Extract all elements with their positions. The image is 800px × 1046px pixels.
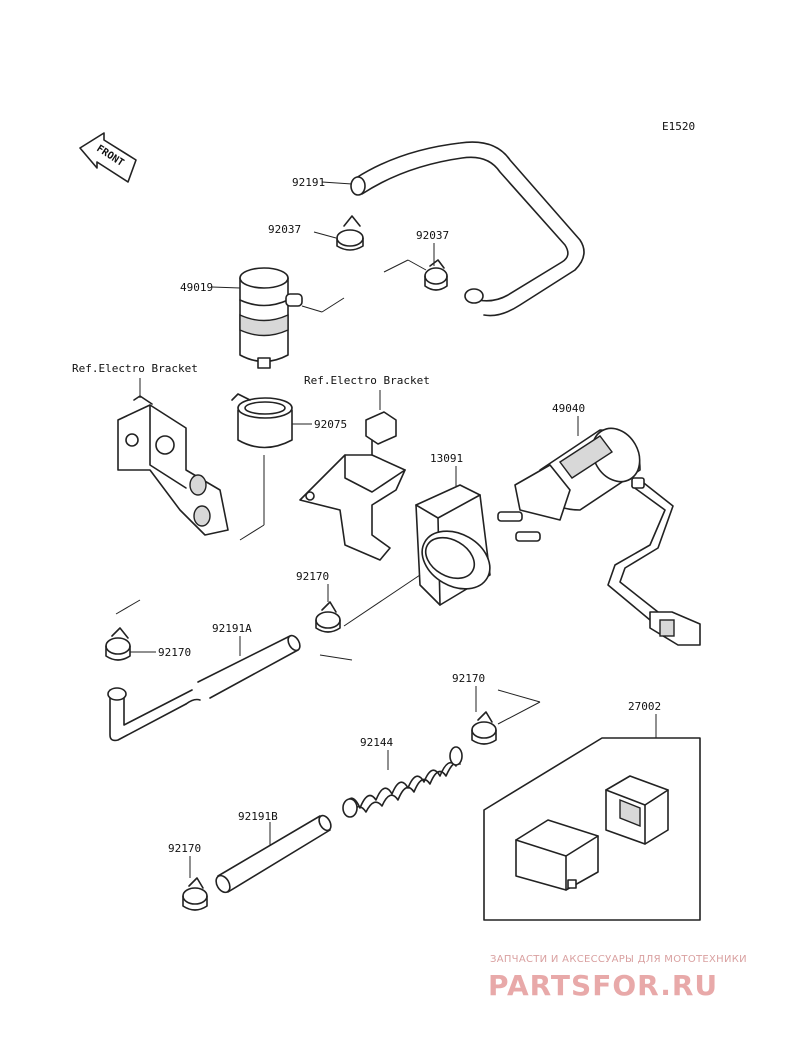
watermark-tagline: ЗАПЧАСТИ И АКСЕССУАРЫ ДЛЯ МОТОТЕХНИКИ	[490, 954, 747, 965]
grommet-92075	[231, 393, 293, 449]
clamp-92170-left	[105, 627, 131, 661]
label-92037-left: 92037	[268, 223, 301, 236]
ref-label-right: Ref.Electro Bracket	[304, 374, 430, 387]
kit-27002	[483, 737, 701, 921]
diagram-code: E1520	[662, 120, 695, 133]
label-92170-right: 92170	[452, 672, 485, 685]
hose-92191B	[215, 814, 332, 894]
clamp-92037-right	[424, 259, 448, 291]
label-92170-left: 92170	[158, 646, 191, 659]
hose-92191A	[107, 634, 301, 742]
label-92191-top: 92191	[292, 176, 325, 189]
ref-label-left: Ref.Electro Bracket	[72, 362, 198, 375]
clamp-92037-left	[336, 215, 364, 251]
electro-bracket-left	[117, 395, 229, 536]
label-49019: 49019	[180, 281, 213, 294]
holder-13091	[415, 484, 491, 606]
clamp-92170-bottom	[182, 877, 208, 911]
front-arrow-icon: FRONT	[79, 132, 137, 183]
label-92170-mid: 92170	[296, 570, 329, 583]
hose-92191-top	[350, 141, 585, 317]
label-92191B: 92191B	[238, 810, 278, 823]
label-92037-right: 92037	[416, 229, 449, 242]
label-92144: 92144	[360, 736, 393, 749]
label-27002: 27002	[628, 700, 661, 713]
label-13091: 13091	[430, 452, 463, 465]
label-92191A: 92191A	[212, 622, 252, 635]
watermark-brand: PARTSFOR.RU	[488, 969, 718, 1002]
label-92075: 92075	[314, 418, 347, 431]
label-49040: 49040	[552, 402, 585, 415]
spring-92144	[342, 746, 463, 818]
filter-49019	[239, 267, 345, 369]
label-92170-bottom: 92170	[168, 842, 201, 855]
electro-bracket-right	[299, 411, 406, 561]
clamp-92170-right	[471, 711, 497, 745]
pump-49040	[497, 427, 641, 542]
pump-wire	[607, 477, 701, 646]
clamp-92170-mid	[315, 601, 341, 633]
